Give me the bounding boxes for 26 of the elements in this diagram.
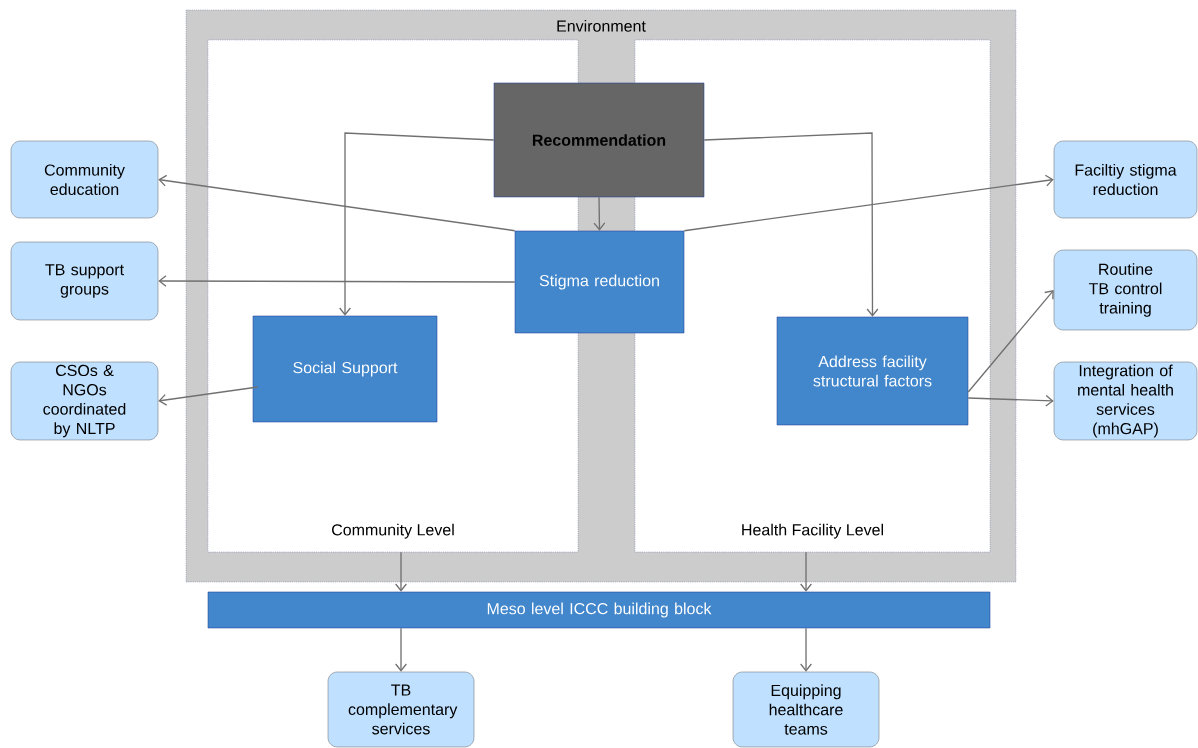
arrow	[158, 275, 516, 287]
arrow	[158, 386, 259, 406]
process-box: Meso level ICCC building block	[207, 591, 991, 629]
outcome-box: Faciltiy stigma reduction	[1053, 140, 1198, 219]
outcome-box: Integration of mental health services (mhGAP)	[1053, 361, 1198, 441]
outcome-box: TB support groups	[10, 241, 159, 321]
arrow	[703, 132, 879, 317]
recommendation-box: Recommendation	[493, 82, 705, 198]
arrow	[967, 290, 1054, 393]
arrow	[683, 174, 1054, 232]
outcome-box: CSOs & NGOs coordinated by NLTP	[10, 361, 159, 441]
outcome-box: Community education	[10, 140, 159, 219]
arrow	[967, 394, 1054, 407]
outcome-box: Routine TB control training	[1053, 249, 1198, 331]
process-box: Address facility structural factors	[776, 316, 969, 426]
process-box: Stigma reduction	[514, 230, 685, 334]
outcome-box: Equipping healthcare teams	[732, 671, 880, 748]
arrow	[158, 174, 516, 232]
arrow	[395, 627, 407, 672]
process-box: Social Support	[252, 315, 438, 423]
arrow	[339, 132, 495, 316]
arrow	[800, 551, 812, 592]
arrow	[593, 196, 606, 231]
arrow	[395, 551, 407, 592]
outcome-box: TB complementary services	[327, 671, 475, 748]
arrow	[800, 627, 812, 672]
